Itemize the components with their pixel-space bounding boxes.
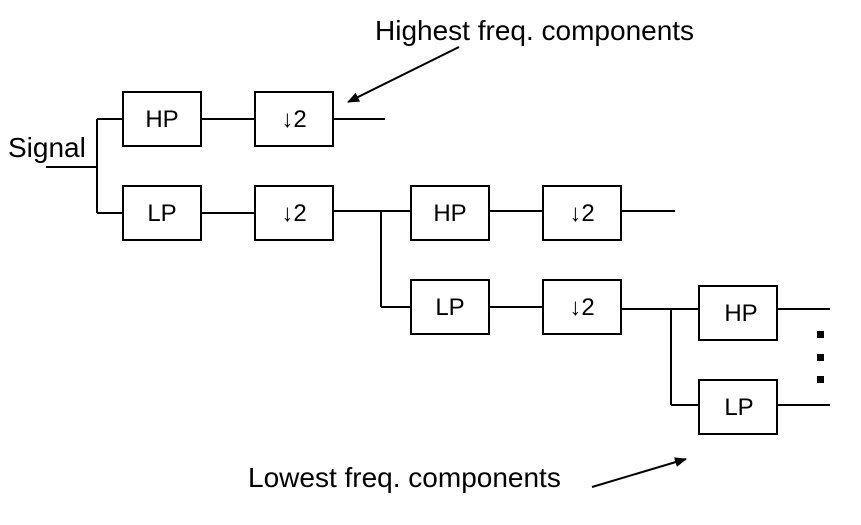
ds1-bottom-label: ↓2 [281,200,306,227]
hp3-box [698,285,778,341]
lp2-box [410,279,490,335]
lp2-label: LP [435,294,464,321]
bottom-annotation: Lowest freq. components [248,462,561,493]
signal-label: Signal [8,132,86,163]
ds2-bottom-box [542,279,622,335]
hp3-label: HP [724,300,757,327]
lp3-label: LP [724,394,753,421]
continuation-dots-icon [817,331,824,383]
hp1-label: HP [145,106,178,133]
lp3-box [698,379,778,435]
hp2-label: HP [433,200,466,227]
ds2-top-box [542,185,622,241]
ds1-bottom-box [254,185,334,241]
hp2-box [410,185,490,241]
hp1-box [122,91,202,147]
ds1-top-label: ↓2 [281,106,306,133]
ds2-top-label: ↓2 [569,200,594,227]
lp1-label: LP [147,200,176,227]
top-annotation: Highest freq. components [375,15,694,46]
bottom-annotation-arrow [591,457,687,488]
ds2-bottom-label: ↓2 [569,294,594,321]
top-annotation-arrow [347,46,460,103]
